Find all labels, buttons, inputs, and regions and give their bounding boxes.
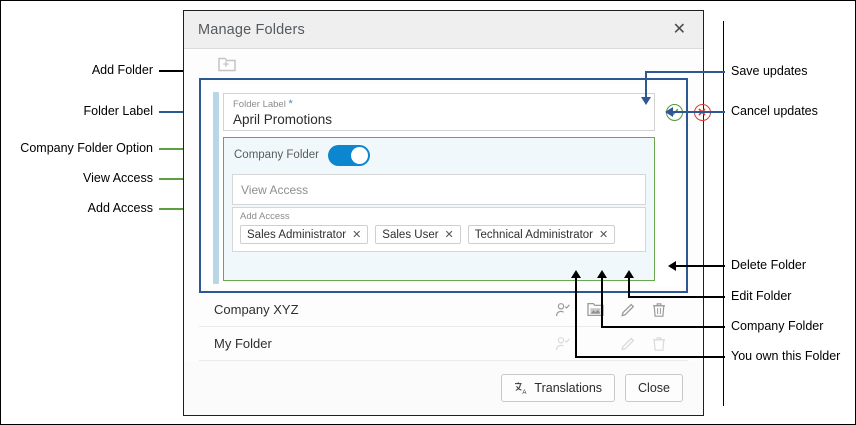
page-title: Manage Folders	[198, 21, 305, 38]
row-actions	[555, 302, 688, 318]
leader-company-folder-v	[601, 278, 603, 327]
annotation-save-updates: Save updates	[731, 64, 808, 78]
delete-folder-icon[interactable]	[652, 302, 666, 318]
add-access-input[interactable]: Add Access Sales Administrator ✕ Sales U…	[232, 207, 646, 252]
company-folder-toggle[interactable]	[328, 144, 371, 166]
annotation-add-folder: Add Folder	[91, 63, 153, 77]
table-row[interactable]: Company XYZ	[199, 293, 688, 327]
annotation-add-access: Add Access	[87, 201, 153, 215]
close-button[interactable]: Close	[625, 374, 683, 402]
edit-folder-icon[interactable]	[620, 302, 636, 318]
folder-name: Company XYZ	[214, 302, 299, 317]
dialog-footer: A Translations Close	[184, 361, 703, 415]
company-folder-icon[interactable]	[587, 302, 604, 317]
translations-button[interactable]: A Translations	[501, 374, 616, 402]
leader-delete-folder	[676, 265, 725, 267]
arrow-edit-folder	[624, 270, 634, 278]
x-icon[interactable]: ✕	[599, 229, 609, 241]
folder-edit-inner: Folder Label * April Promotions	[205, 84, 711, 287]
manage-folders-dialog: Manage Folders ✕	[183, 10, 711, 416]
x-icon[interactable]: ✕	[444, 229, 454, 241]
edit-accent-bar	[213, 92, 219, 284]
access-chip[interactable]: Technical Administrator ✕	[467, 225, 616, 244]
access-panel: Company Folder View Access Add Access	[223, 137, 655, 281]
view-access-input[interactable]: View Access	[232, 174, 646, 205]
leader-you-own-v	[575, 278, 577, 357]
folder-plus-icon[interactable]	[218, 56, 236, 72]
dialog-header: Manage Folders ✕	[184, 11, 703, 49]
annotation-divider	[723, 21, 725, 406]
annotation-delete-folder: Delete Folder	[731, 258, 807, 272]
table-row[interactable]: My Folder	[199, 327, 688, 361]
arrow-company-folder	[597, 270, 607, 278]
leader-cancel-updates	[673, 111, 725, 113]
leader-save-updates-v	[645, 71, 647, 99]
annotation-edit-folder: Edit Folder	[731, 289, 792, 303]
annotation-company-folder: Company Folder	[731, 319, 824, 333]
company-folder-row: Company Folder	[224, 138, 654, 172]
chip-label: Technical Administrator	[474, 228, 594, 241]
folder-label-value: April Promotions	[233, 112, 333, 127]
svg-text:A: A	[523, 390, 527, 395]
x-icon[interactable]: ✕	[352, 229, 362, 241]
folder-name: My Folder	[214, 336, 272, 351]
company-folder-label: Company Folder	[234, 149, 320, 161]
folder-label-field[interactable]: Folder Label * April Promotions	[223, 93, 655, 131]
arrow-you-own	[571, 270, 581, 278]
leader-edit-folder-h	[628, 296, 725, 298]
dialog-body: Folder Label * April Promotions	[184, 49, 711, 362]
translate-icon: A	[514, 381, 528, 395]
delete-folder-icon	[652, 336, 666, 352]
arrow-cancel-updates	[665, 107, 673, 117]
annotation-cancel-updates: Cancel updates	[731, 104, 818, 118]
toggle-knob	[351, 146, 369, 164]
owner-icon[interactable]	[555, 302, 571, 318]
row-actions	[555, 336, 688, 352]
owner-icon	[555, 336, 571, 352]
access-chip[interactable]: Sales Administrator ✕	[240, 225, 369, 244]
view-access-placeholder: View Access	[241, 182, 309, 197]
leader-save-updates-h	[645, 71, 725, 73]
folder-label-caption: Folder Label *	[233, 98, 293, 110]
leader-edit-folder-v	[628, 278, 630, 297]
arrow-delete-folder	[668, 261, 676, 271]
close-icon[interactable]: ✕	[672, 20, 686, 38]
leader-you-own-h	[575, 356, 725, 358]
add-access-chip-list: Sales Administrator ✕ Sales User ✕ Techn…	[240, 225, 638, 244]
leader-company-folder-h	[601, 326, 725, 328]
annotation-you-own-this-folder: You own this Folder	[731, 349, 841, 363]
add-access-caption: Add Access	[240, 211, 290, 222]
annotation-folder-label: Folder Label	[83, 104, 154, 118]
edit-folder-icon	[620, 336, 636, 352]
annotation-view-access: View Access	[83, 171, 153, 185]
chip-label: Sales Administrator	[247, 228, 347, 241]
required-asterisk: *	[288, 98, 293, 110]
close-label: Close	[638, 381, 670, 395]
annotation-company-folder-option: Company Folder Option	[20, 141, 153, 155]
folder-edit-card: Folder Label * April Promotions	[199, 78, 711, 293]
chip-label: Sales User	[382, 228, 439, 241]
arrow-save-updates	[641, 97, 651, 105]
add-folder-row	[184, 49, 703, 79]
access-chip[interactable]: Sales User ✕	[375, 225, 461, 244]
leader-add-folder	[159, 70, 201, 72]
translations-label: Translations	[534, 381, 603, 395]
